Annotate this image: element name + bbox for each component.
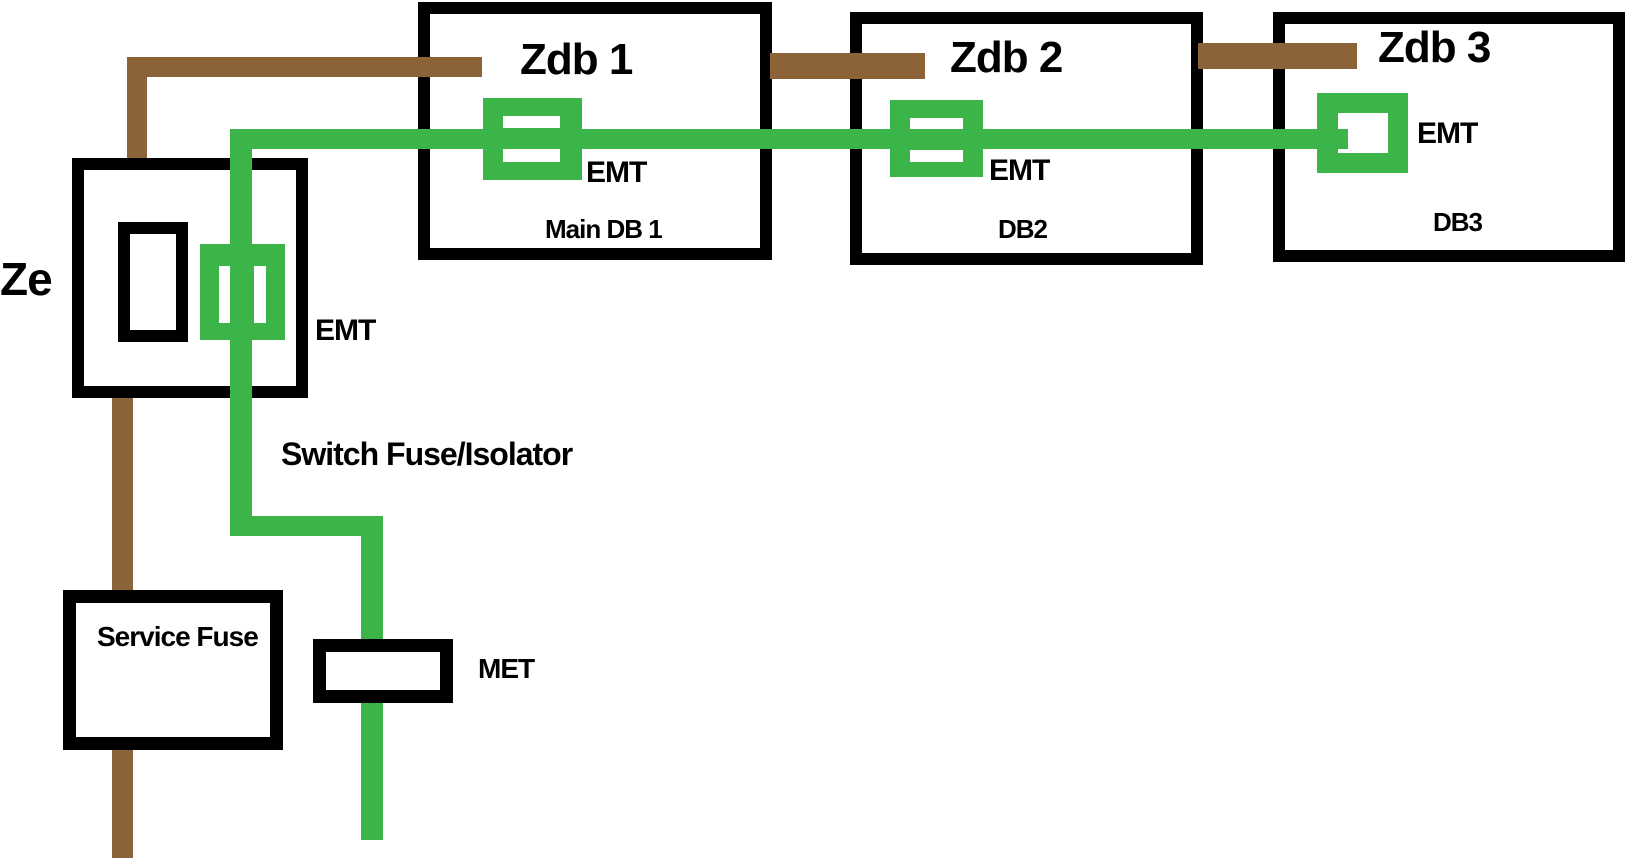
ze-fuse-window [118, 222, 188, 342]
emt-conduit-ze-slot-right [254, 266, 266, 323]
supply-line-ze-to-zdb1 [127, 57, 482, 77]
supply-line-ze-top-vertical [127, 57, 147, 160]
supply-line-ze-to-service-fuse [112, 396, 133, 592]
supply-link-zdb2-zdb3 [1198, 43, 1357, 69]
emt-zdb1-label: EMT [586, 156, 647, 189]
main-db1-label: Main DB 1 [545, 214, 663, 244]
emt-conduit-ze-slot-left [219, 266, 231, 323]
earth-line-ze-vertical [230, 129, 252, 536]
earth-line-main-horizontal [230, 129, 1348, 149]
supply-link-zdb1-zdb2 [770, 53, 925, 79]
db2-label: DB2 [998, 214, 1048, 244]
earth-line-jog-horizontal [230, 516, 383, 536]
service-fuse-label: Service Fuse [97, 621, 259, 652]
supply-line-below-service-fuse [112, 748, 133, 858]
zdb3-title: Zdb 3 [1378, 23, 1491, 72]
emt-ze-label: EMT [315, 314, 376, 347]
emt-conduit-zdb1-slot-top [503, 116, 560, 128]
zdb1-title: Zdb 1 [520, 35, 633, 84]
ze-label: Ze [0, 253, 53, 305]
met-box [313, 639, 453, 703]
emt-conduit-zdb1-slot-bottom [503, 149, 560, 162]
met-label: MET [478, 653, 535, 684]
service-fuse-box [63, 590, 283, 750]
emt-conduit-zdb2-slot-top [910, 118, 963, 130]
zdb2-title: Zdb 2 [950, 33, 1063, 82]
db3-label: DB3 [1433, 207, 1483, 237]
emt-conduit-zdb2-slot-bottom [910, 150, 963, 162]
emt-zdb3-label: EMT [1417, 117, 1478, 150]
switch-fuse-isolator-label: Switch Fuse/Isolator [281, 436, 573, 472]
emt-zdb2-label: EMT [989, 154, 1050, 187]
